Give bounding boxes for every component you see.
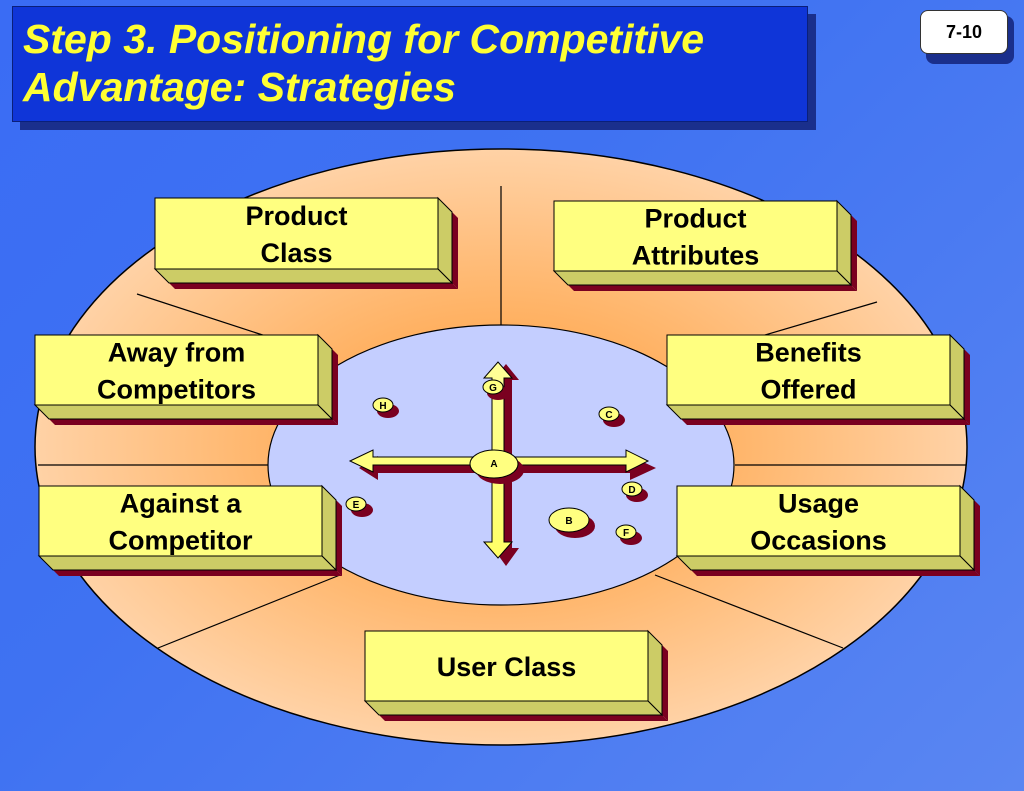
position-e-label: E: [353, 500, 360, 511]
position-a: A: [469, 449, 524, 484]
away-from-competitors-label-line-1: Away from: [108, 338, 246, 368]
position-c: C: [598, 406, 625, 427]
position-f-label: F: [623, 528, 629, 539]
position-a-label: A: [490, 459, 497, 470]
position-d: D: [621, 481, 648, 502]
against-a-competitor-box: Against a Competitor: [37, 484, 342, 576]
position-g: G: [482, 379, 509, 400]
product-attributes-label-line-2: Attributes: [632, 241, 760, 271]
title-line-1: Step 3. Positioning for Competitive: [23, 16, 705, 62]
product-class-label-line-1: Product: [245, 201, 347, 231]
title-banner: Step 3. Positioning for Competitive Adva…: [12, 6, 808, 122]
usage-occasions-label-line-2: Occasions: [750, 526, 887, 556]
away-from-competitors-label-line-2: Competitors: [97, 375, 256, 405]
user-class-box: User Class: [363, 629, 668, 721]
position-b-label: B: [565, 516, 572, 527]
benefits-offered-label-line-2: Offered: [760, 375, 856, 405]
position-e: E: [345, 496, 373, 517]
against-a-competitor-label-line-1: Against a: [120, 489, 243, 519]
position-h: H: [372, 397, 399, 418]
position-c-label: C: [605, 410, 612, 421]
product-class-label-line-2: Class: [260, 238, 332, 268]
position-b: B: [548, 507, 595, 538]
position-g-label: G: [489, 383, 497, 394]
title-line-2: Advantage: Strategies: [23, 64, 456, 110]
position-h-label: H: [379, 401, 386, 412]
benefits-offered-label-line-1: Benefits: [755, 338, 862, 368]
product-attributes-label-line-1: Product: [644, 204, 746, 234]
position-dots: A B C D E F G: [345, 379, 648, 545]
page-number-badge: 7-10: [920, 10, 1008, 54]
page-number: 7-10: [945, 21, 983, 42]
against-a-competitor-label-line-2: Competitor: [109, 526, 253, 556]
user-class-label-line-1: User Class: [437, 652, 577, 682]
position-f: F: [615, 524, 642, 545]
slide-title: Step 3. Positioning for Competitive Adva…: [23, 15, 704, 111]
usage-occasions-label-line-1: Usage: [778, 489, 859, 519]
position-d-label: D: [628, 485, 635, 496]
